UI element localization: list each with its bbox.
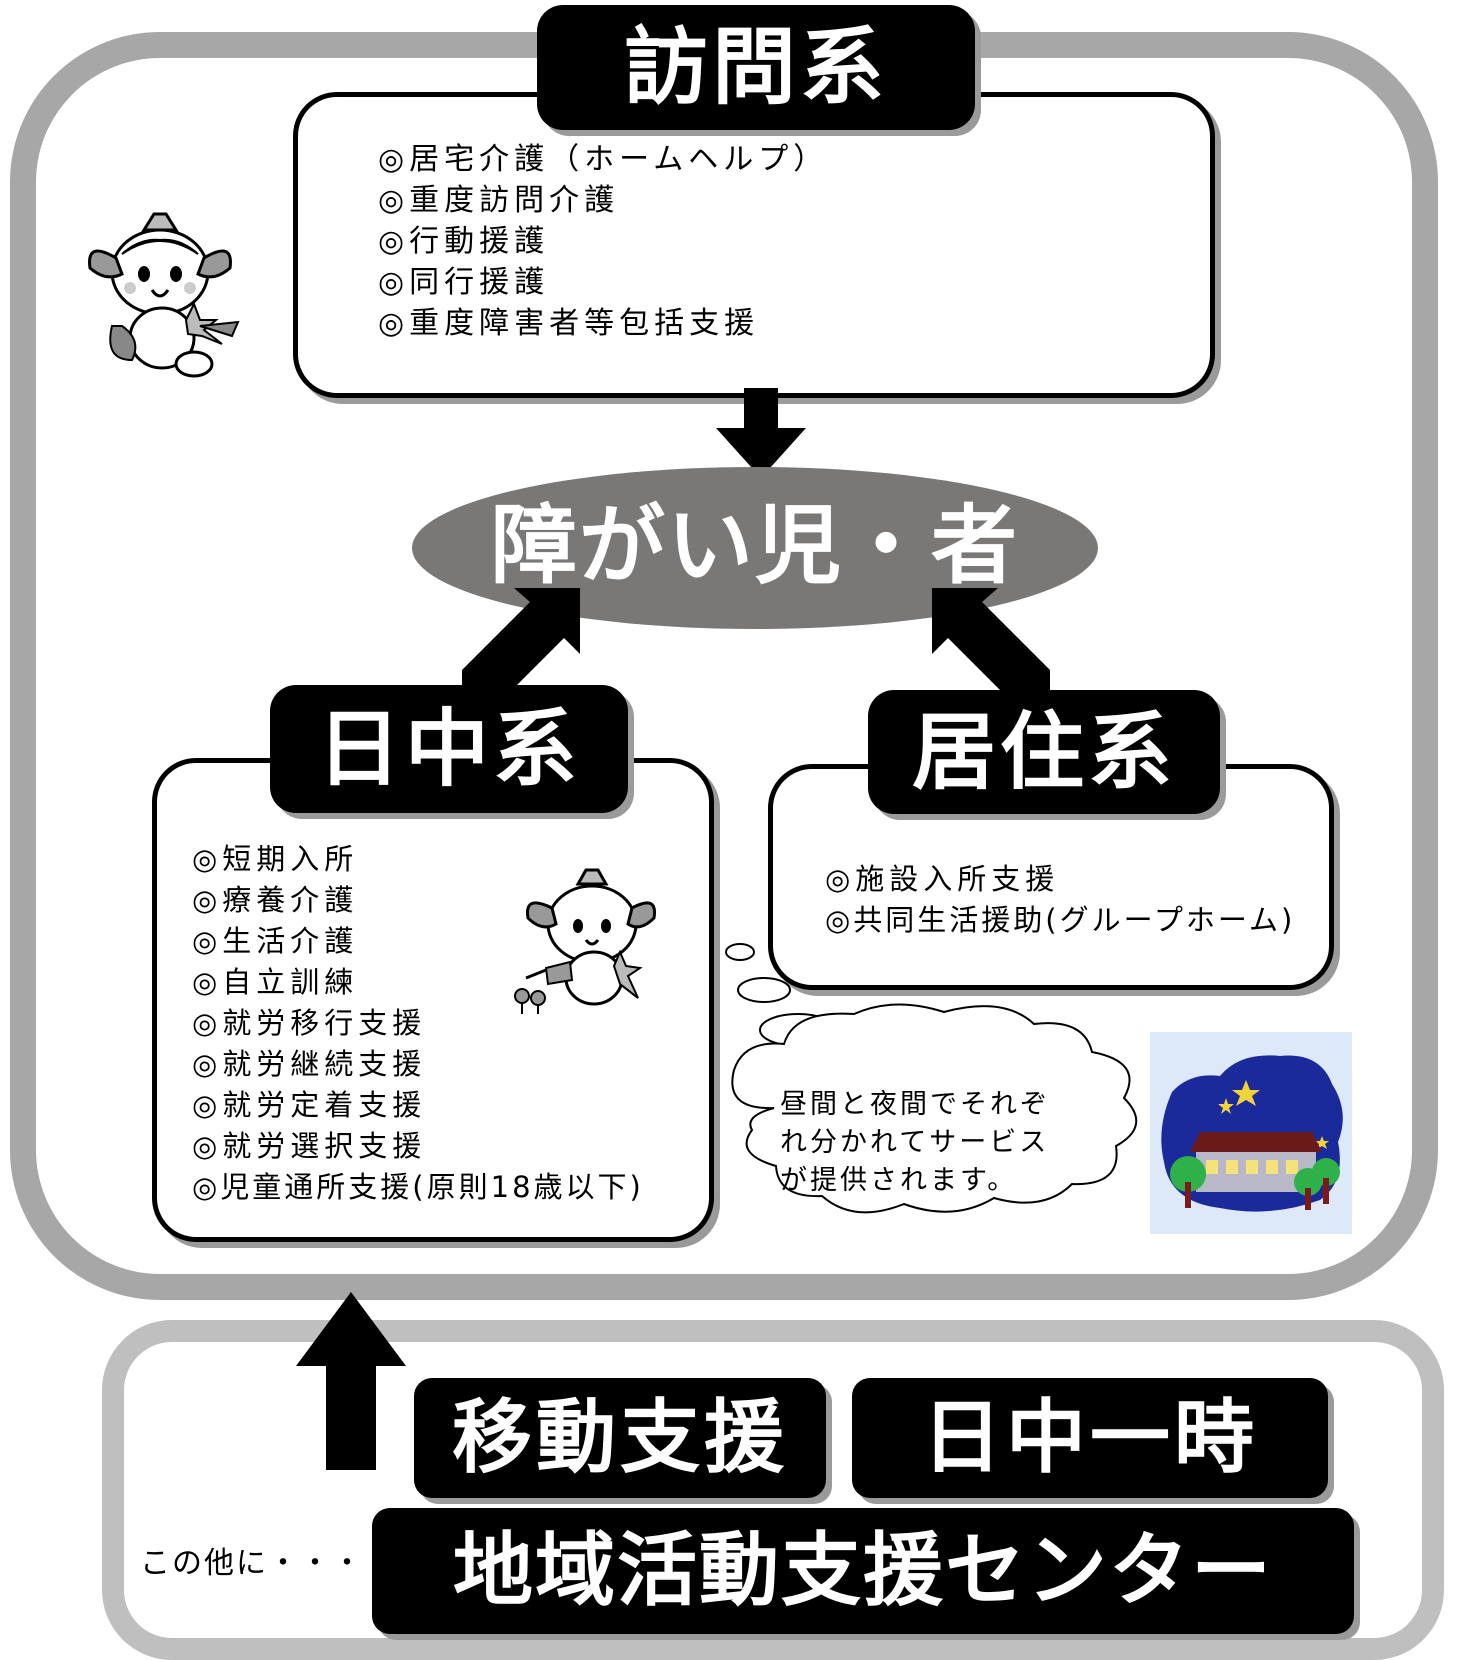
houmon-item: ◎重度障害者等包括支援 [378,306,760,341]
center-ellipse: 障がい児・者 [412,467,1098,629]
mascot-illustration-icon [88,212,240,378]
nicchu-item: ◎療養介護 [192,883,359,917]
bubble-line: が提供されます。 [780,1165,1018,1196]
chiiki-label: 地域活動支援センター [372,1508,1354,1634]
houmon-list: ◎居宅介護（ホームヘルプ） ◎重度訪問介護 ◎行動援護 ◎同行援護 ◎重度障害者… [378,139,828,344]
nicchu-title: 日中系 [270,685,628,813]
kyoju-item: ◎共同生活援助(グループホーム) [825,903,1296,937]
nicchu-item: ◎短期入所 [192,842,359,876]
nicchu-list: ◎短期入所 ◎療養介護 ◎生活介護 ◎自立訓練 ◎就労移行支援 ◎就労継続支援 … [192,839,644,1208]
houmon-item: ◎居宅介護（ホームヘルプ） [378,142,829,177]
nicchu-item: ◎自立訓練 [192,965,359,999]
kyoju-item: ◎施設入所支援 [825,862,1060,896]
nicchu-item: ◎児童通所支援(原則18歳以下) [192,1170,644,1204]
bottom-intro: この他に・・・ [140,1546,364,1581]
night-house-icon [1150,1032,1352,1234]
houmon-title: 訪問系 [537,5,975,130]
arrow-down-icon [716,388,806,478]
houmon-box: ◎居宅介護（ホームヘルプ） ◎重度訪問介護 ◎行動援護 ◎同行援護 ◎重度障害者… [293,92,1215,398]
kyoju-list: ◎施設入所支援 ◎共同生活援助(グループホーム) [825,859,1295,941]
bubble-line: 昼間と夜間でそれぞ [780,1089,1050,1120]
houmon-item: ◎行動援護 [378,224,550,259]
nicchu-item: ◎生活介護 [192,924,359,958]
thought-bubble [725,943,1138,1214]
houmon-item: ◎重度訪問介護 [378,183,620,218]
kyoju-title: 居住系 [868,690,1220,814]
bubble-line: れ分かれてサービス [780,1127,1050,1158]
ichiji-label: 日中一時 [852,1378,1328,1498]
mascot-watering-icon [514,868,657,1014]
bottom-frame [102,1320,1444,1660]
idou-label: 移動支援 [414,1378,826,1498]
arrow-up-left-icon [932,588,1050,698]
arrow-up-icon [296,1292,406,1470]
bubble-text: 昼間と夜間でそれぞ れ分かれてサービス が提供されます。 [780,1086,1080,1200]
nicchu-item: ◎就労継続支援 [192,1047,427,1081]
nicchu-box: ◎短期入所 ◎療養介護 ◎生活介護 ◎自立訓練 ◎就労移行支援 ◎就労継続支援 … [152,758,714,1242]
nicchu-item: ◎就労選択支援 [192,1129,427,1163]
arrow-up-right-icon [462,588,580,698]
nicchu-item: ◎就労定着支援 [192,1088,427,1122]
nicchu-item: ◎就労移行支援 [192,1006,427,1040]
houmon-item: ◎同行援護 [378,265,550,300]
